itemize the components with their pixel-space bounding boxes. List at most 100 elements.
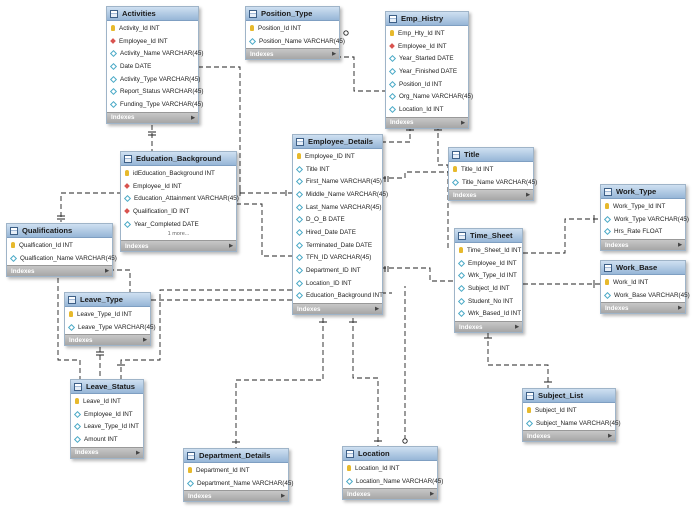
column-label: Leave_Type_Id INT xyxy=(84,423,139,431)
column-row: Department_Name VARCHAR(45) xyxy=(184,477,293,490)
expand-arrow-icon[interactable]: ▶ xyxy=(678,305,682,312)
expand-arrow-icon[interactable]: ▶ xyxy=(229,243,233,250)
entity-qualifications[interactable]: Qualifications Qualfication_Id INT Qualf… xyxy=(6,223,117,278)
column-diamond-icon xyxy=(295,254,304,262)
column-row: Employee_ID INT xyxy=(293,150,382,163)
entity-title: Title xyxy=(464,150,480,159)
entity-header[interactable]: Title xyxy=(449,148,533,162)
entity-department-details[interactable]: Department_Details Department_Id INT Dep… xyxy=(183,448,293,503)
expand-arrow-icon[interactable]: ▶ xyxy=(375,306,379,313)
indexes-bar[interactable]: Indexes▶ xyxy=(601,302,685,314)
indexes-bar[interactable]: Indexes▶ xyxy=(184,490,288,502)
entity-work-type[interactable]: Work_Type Work_Type_Id INT Work_Type VAR… xyxy=(600,184,689,252)
column-label: TFN_ID VARCHAR(45) xyxy=(306,254,372,262)
expand-arrow-icon[interactable]: ▶ xyxy=(526,192,530,199)
entity-header[interactable]: Education_Background xyxy=(121,152,236,166)
indexes-bar[interactable]: Indexes ▶ xyxy=(71,446,143,458)
expand-arrow-icon[interactable]: ▶ xyxy=(191,114,195,121)
indexes-bar[interactable]: Indexes▶ xyxy=(455,321,522,333)
indexes-bar[interactable]: Indexes▶ xyxy=(523,430,615,442)
expand-arrow-icon[interactable]: ▶ xyxy=(136,449,140,456)
column-label: Employee_Id INT xyxy=(119,37,168,45)
entity-header[interactable]: Subject_List xyxy=(523,389,615,403)
column-label: Report_Status VARCHAR(45) xyxy=(120,88,204,96)
entity-activities[interactable]: Activities Activity_Id INT Employee_Id I… xyxy=(106,6,204,124)
column-label: Position_Id INT xyxy=(399,80,443,88)
column-diamond-icon xyxy=(457,259,466,267)
entity-subject-list[interactable]: Subject_List Subject_Id INT Subject_Name… xyxy=(522,388,621,443)
primary-key-icon xyxy=(459,247,463,254)
column-row: Location_Id INT xyxy=(343,462,437,475)
column-label: Activity_Id INT xyxy=(119,24,160,32)
entity-leave-type[interactable]: Leave_Type Leave_Type_Id INT Leave_Type … xyxy=(64,292,156,347)
indexes-label: Indexes xyxy=(111,114,135,122)
table-icon xyxy=(10,226,18,235)
entity-header[interactable]: Emp_Histry xyxy=(386,12,468,26)
entity-work-base[interactable]: Work_Base Work_Id INT Work_Base VARCHAR(… xyxy=(600,260,690,315)
indexes-bar[interactable]: Indexes▶ xyxy=(246,48,339,60)
entity-header[interactable]: Leave_Type xyxy=(65,293,150,307)
table-icon xyxy=(452,150,460,159)
entity-title: Subject_List xyxy=(538,391,584,400)
column-list: Activity_Id INT Employee_Id INT Activity… xyxy=(107,21,204,112)
column-diamond-icon xyxy=(295,178,304,186)
column-label: Department_Id INT xyxy=(196,466,250,474)
more-columns-link[interactable]: 1 more... xyxy=(167,231,190,238)
expand-arrow-icon[interactable]: ▶ xyxy=(608,433,612,440)
column-diamond-icon xyxy=(457,297,466,305)
column-label: Education_Background INT xyxy=(306,292,384,300)
expand-arrow-icon[interactable]: ▶ xyxy=(430,491,434,498)
column-row: Wrk_Based_Id INT xyxy=(455,307,522,320)
indexes-bar[interactable]: Indexes▶ xyxy=(386,116,468,128)
expand-arrow-icon[interactable]: ▶ xyxy=(461,119,465,126)
entity-header[interactable]: Leave_Status xyxy=(71,380,143,394)
column-row: Location_Id INT xyxy=(386,103,468,116)
entity-header[interactable]: Work_Type xyxy=(601,185,685,199)
column-list: idEducation_Background INT Employee_Id I… xyxy=(121,166,239,231)
indexes-bar[interactable]: Indexes▶ xyxy=(65,334,150,346)
expand-arrow-icon[interactable]: ▶ xyxy=(105,268,109,275)
rel-timesheet-worktype xyxy=(523,218,600,254)
entity-location[interactable]: Location Location_Id INT Location_Name V… xyxy=(342,446,443,501)
expand-arrow-icon[interactable]: ▶ xyxy=(678,242,682,249)
primary-key-icon xyxy=(605,279,609,286)
entity-position-type[interactable]: Position_Type Position_Id INT Position_N… xyxy=(245,6,345,61)
column-diamond-icon xyxy=(603,228,612,236)
indexes-bar[interactable]: Indexes▶ xyxy=(601,239,685,251)
column-diamond-icon xyxy=(295,165,304,173)
entity-education-background[interactable]: Education_Background idEducation_Backgro… xyxy=(120,151,239,253)
column-diamond-icon xyxy=(457,272,466,280)
indexes-bar[interactable]: Indexes ▶ xyxy=(293,303,382,315)
entity-title: Leave_Status xyxy=(86,382,135,391)
column-row: Education_Background INT xyxy=(293,290,384,303)
expand-arrow-icon[interactable]: ▶ xyxy=(332,51,336,58)
entity-header[interactable]: Employee_Details xyxy=(293,135,382,149)
entity-header[interactable]: Time_Sheet xyxy=(455,229,522,243)
column-label: Qualfication_Id INT xyxy=(19,241,73,249)
primary-key-icon xyxy=(125,170,129,177)
indexes-bar[interactable]: Indexes▶ xyxy=(7,265,112,277)
indexes-bar[interactable]: Indexes ▶ xyxy=(107,111,198,123)
indexes-bar[interactable]: Indexes▶ xyxy=(121,240,236,252)
indexes-bar[interactable]: Indexes▶ xyxy=(449,189,533,201)
entity-header[interactable]: Position_Type xyxy=(246,7,339,21)
foreign-key-icon xyxy=(110,38,116,44)
column-diamond-icon xyxy=(109,75,118,83)
entity-header[interactable]: Activities xyxy=(107,7,198,21)
entity-header[interactable]: Location xyxy=(343,447,437,461)
entity-header[interactable]: Work_Base xyxy=(601,261,685,275)
expand-arrow-icon[interactable]: ▶ xyxy=(515,324,519,331)
indexes-label: Indexes xyxy=(75,449,99,457)
column-diamond-icon xyxy=(451,178,460,186)
entity-emp-histry[interactable]: Emp_Histry Emp_Hty_Id INT Employee_Id IN… xyxy=(385,11,473,129)
expand-arrow-icon[interactable]: ▶ xyxy=(143,337,147,344)
entity-leave-status[interactable]: Leave_Status Leave_Id INT Employee_Id IN… xyxy=(70,379,144,459)
entity-title-table[interactable]: Title Title_Id INT Title_Name VARCHAR(45… xyxy=(448,147,537,202)
entity-time-sheet[interactable]: Time_Sheet Time_Sheet_Id INT Employee_Id… xyxy=(454,228,523,334)
entity-header[interactable]: Department_Details xyxy=(184,449,288,463)
indexes-label: Indexes xyxy=(297,305,321,313)
entity-header[interactable]: Qualifications xyxy=(7,224,112,238)
expand-arrow-icon[interactable]: ▶ xyxy=(281,493,285,500)
entity-employee-details[interactable]: Employee_Details Employee_ID INT Title I… xyxy=(292,134,388,316)
indexes-bar[interactable]: Indexes▶ xyxy=(343,488,437,500)
